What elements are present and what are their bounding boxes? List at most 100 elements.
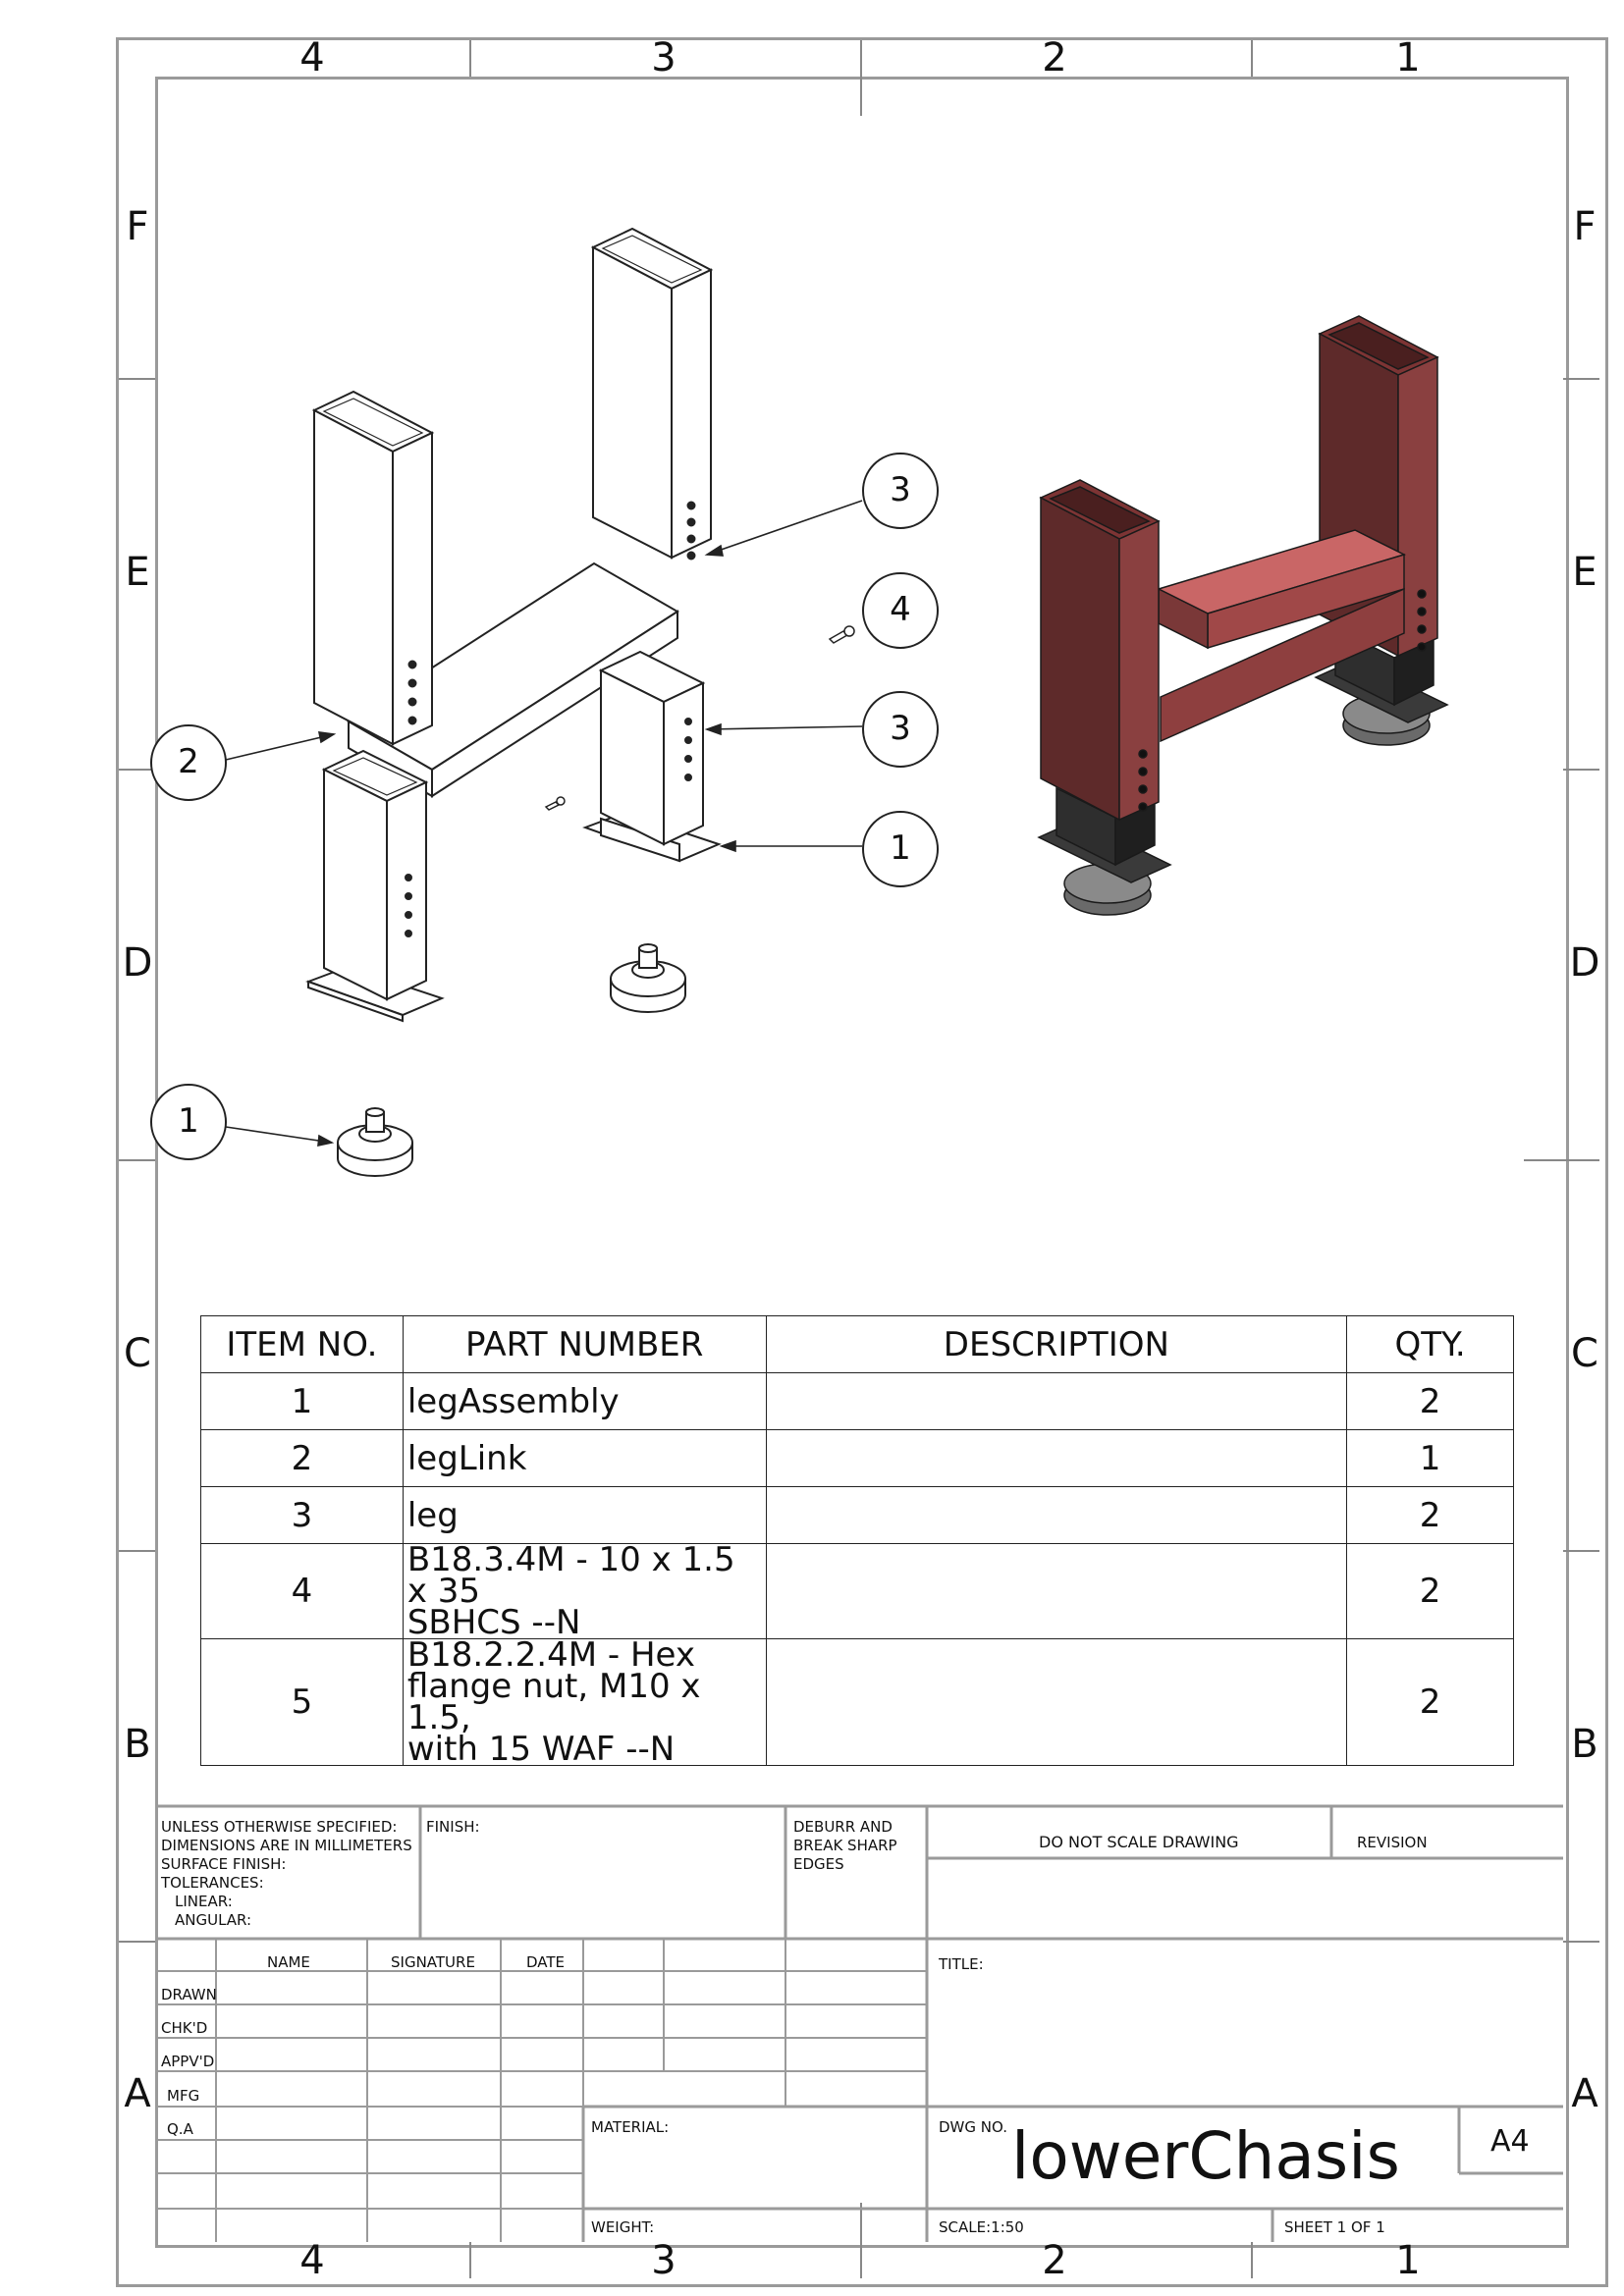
balloon-2: 2 (178, 742, 199, 781)
zone-row-label: F (1573, 204, 1597, 249)
dwg-no-label: DWG NO. (939, 2118, 1007, 2136)
zone-tick (119, 378, 155, 380)
zone-tick (1251, 2242, 1253, 2278)
zone-tick (860, 40, 862, 116)
zone-tick (469, 2242, 471, 2278)
weight-label: WEIGHT: (591, 2218, 655, 2236)
header-part-number: PART NUMBER (402, 1315, 767, 1373)
spec-line: UNLESS OTHERWISE SPECIFIED: (161, 1818, 398, 1836)
iso-left-leg (1039, 479, 1161, 822)
inner-frame (155, 77, 1569, 2248)
row-drawn: DRAWN (161, 1986, 217, 2003)
qty-cell: 1 (1346, 1429, 1514, 1487)
zone-tick (1563, 769, 1599, 771)
sheet-size: A4 (1490, 2124, 1530, 2159)
outer-frame (116, 37, 1608, 2287)
zone-col-label: 4 (299, 2238, 325, 2283)
zone-tick (1251, 40, 1253, 77)
zone-col-label: 1 (1395, 35, 1421, 80)
spec-line: TOLERANCES: (161, 1874, 264, 1892)
row-appvd: APPV'D (161, 2053, 215, 2070)
part-number-cell: B18.3.4M - 10 x 1.5 x 35 SBHCS --N (402, 1543, 767, 1639)
material-label: MATERIAL: (591, 2118, 670, 2136)
zone-row-label: E (125, 550, 150, 595)
zone-tick (1563, 378, 1599, 380)
item-no-cell: 5 (200, 1638, 404, 1766)
balloon-3-upper: 3 (890, 470, 911, 509)
part-number-cell: legLink (402, 1429, 767, 1487)
part-number-line: B18.2.2.4M - Hex (406, 1635, 695, 1675)
zone-row-label: D (122, 940, 153, 986)
zone-tick (1563, 1941, 1599, 1943)
part-number-cell: leg (402, 1486, 767, 1544)
table-row: 5 B18.2.2.4M - Hex flange nut, M10 x 1.5… (200, 1635, 1514, 1769)
header-qty: QTY. (1346, 1315, 1514, 1373)
qty-cell: 2 (1346, 1638, 1514, 1766)
part-number-line: flange nut, M10 x 1.5, (406, 1667, 701, 1737)
bill-of-materials-table: ITEM NO. PART NUMBER DESCRIPTION QTY. 1 … (200, 1315, 1514, 1766)
description-cell (765, 1372, 1348, 1430)
row-qa: Q.A (167, 2120, 193, 2138)
item-no-cell: 1 (200, 1372, 404, 1430)
table-row: 1 legAssembly 2 (200, 1372, 1514, 1430)
table-header-row: ITEM NO. PART NUMBER DESCRIPTION QTY. (200, 1315, 1514, 1373)
leg-assembly-left (305, 749, 445, 1023)
description-cell (765, 1486, 1348, 1544)
zone-row-label: B (124, 1722, 151, 1767)
bolt-parts (544, 625, 855, 811)
balloon-circles (150, 453, 939, 1160)
zone-row-label: C (1571, 1331, 1598, 1376)
zone-col-label: 3 (651, 2238, 677, 2283)
item-no-cell: 2 (200, 1429, 404, 1487)
leg-part-upper-right (590, 227, 714, 561)
row-chkd: CHK'D (161, 2019, 208, 2037)
leader-lines (225, 500, 863, 1148)
table-row: 2 legLink 1 (200, 1429, 1514, 1487)
spec-line: LINEAR: (175, 1893, 233, 1910)
zone-col-label: 3 (651, 35, 677, 80)
deburr-line: EDGES (793, 1855, 844, 1873)
col-date: DATE (526, 1953, 566, 1971)
zone-tick (469, 40, 471, 77)
zone-row-label: D (1569, 940, 1600, 986)
qty-cell: 2 (1346, 1543, 1514, 1639)
deburr-line: DEBURR AND (793, 1818, 893, 1836)
balloon-4: 4 (890, 590, 911, 629)
spec-line: ANGULAR: (175, 1911, 252, 1929)
row-mfg: MFG (167, 2087, 200, 2105)
spec-line: DIMENSIONS ARE IN MILLIMETERS (161, 1837, 412, 1854)
zone-row-label: C (124, 1331, 151, 1376)
spec-line: SURFACE FINISH: (161, 1855, 287, 1873)
description-cell (765, 1543, 1348, 1639)
zone-tick (860, 2203, 862, 2278)
description-cell (765, 1638, 1348, 1766)
leg-part-upper-left (311, 390, 435, 746)
col-signature: SIGNATURE (391, 1953, 475, 1971)
isometric-view (1037, 315, 1449, 916)
table-row: 3 leg 2 (200, 1486, 1514, 1544)
do-not-scale-label: DO NOT SCALE DRAWING (1039, 1833, 1239, 1851)
zone-col-label: 4 (299, 35, 325, 80)
part-number-line: with 15 WAF --N (406, 1730, 676, 1769)
zone-row-label: A (124, 2071, 151, 2116)
header-description: DESCRIPTION (765, 1315, 1348, 1373)
zone-tick (1563, 1550, 1599, 1552)
sheet-label: SHEET 1 OF 1 (1284, 2218, 1385, 2236)
balloon-1-lower: 1 (178, 1101, 199, 1141)
qty-cell: 2 (1346, 1486, 1514, 1544)
finish-label: FINISH: (426, 1818, 480, 1836)
part-number-cell: legAssembly (402, 1372, 767, 1430)
zone-col-label: 2 (1042, 35, 1067, 80)
zone-row-label: F (126, 204, 149, 249)
table-row: 4 B18.3.4M - 10 x 1.5 x 35 SBHCS --N 2 (200, 1543, 1514, 1639)
zone-tick (1524, 1159, 1599, 1161)
title-label: TITLE: (939, 1955, 984, 1973)
item-no-cell: 4 (200, 1543, 404, 1639)
header-item-no: ITEM NO. (200, 1315, 404, 1373)
exploded-view (305, 227, 855, 1177)
zone-tick (119, 769, 155, 771)
drawing-number: lowerChasis (1011, 2118, 1400, 2194)
zone-tick (119, 1550, 155, 1552)
zone-row-label: B (1571, 1722, 1598, 1767)
deburr-line: BREAK SHARP (793, 1837, 897, 1854)
